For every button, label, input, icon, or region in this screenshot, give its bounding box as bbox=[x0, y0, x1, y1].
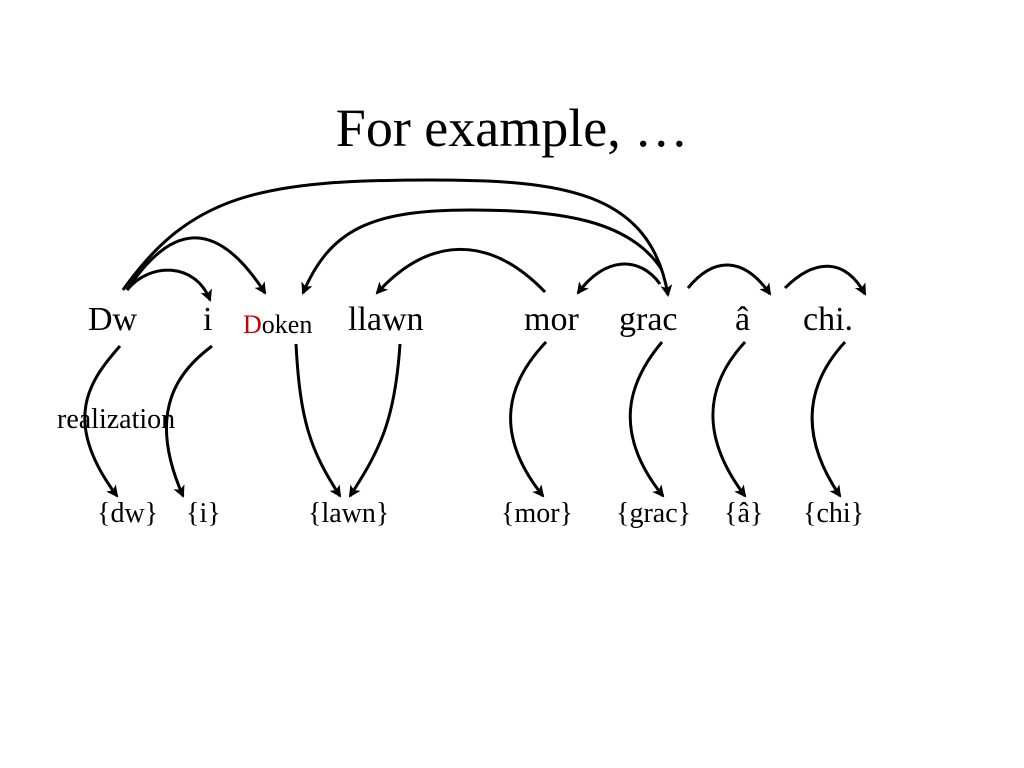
lexeme-dw: {dw} bbox=[97, 498, 159, 529]
word-doken-rest: oken bbox=[261, 310, 313, 339]
realization-dw bbox=[83, 345, 122, 498]
realization-i bbox=[165, 344, 213, 498]
realization-llawn bbox=[348, 343, 402, 498]
realization-chi bbox=[810, 340, 847, 498]
word-i: i bbox=[203, 301, 213, 338]
word-dw: Dw bbox=[88, 301, 138, 338]
arc-grac-to-mor bbox=[576, 262, 662, 295]
word-grac: grac bbox=[619, 301, 678, 338]
realization-grac bbox=[628, 341, 665, 498]
realization-a bbox=[711, 340, 747, 498]
lexeme-i: {i} bbox=[186, 498, 221, 529]
word-doken-initial: D bbox=[243, 310, 262, 339]
lexeme-grac: {grac} bbox=[616, 498, 692, 529]
arc-dw-to-grac bbox=[121, 178, 673, 297]
arc-grac-to-doken bbox=[301, 208, 664, 295]
lexeme-lawn: {lawn} bbox=[308, 498, 390, 529]
realization-doken bbox=[294, 343, 342, 498]
slide-title: For example, … bbox=[335, 98, 689, 158]
realization-mor bbox=[509, 340, 548, 498]
word-chi: chi. bbox=[803, 301, 854, 338]
realization-label: realization bbox=[57, 404, 176, 435]
lexeme-mor: {mor} bbox=[501, 498, 573, 529]
arc-mor-to-llawn bbox=[375, 248, 547, 295]
lexeme-a: {â} bbox=[724, 498, 764, 529]
arc-dw-to-i bbox=[125, 268, 212, 302]
lexeme-chi: {chi} bbox=[803, 498, 865, 529]
word-llawn: llawn bbox=[348, 301, 424, 338]
word-a: â bbox=[735, 301, 751, 338]
arc-dw-to-doken bbox=[125, 236, 267, 295]
word-mor: mor bbox=[524, 301, 579, 338]
word-doken: Doken bbox=[243, 305, 312, 345]
arc-grac-to-a bbox=[686, 263, 772, 296]
arc-a-to-chi bbox=[783, 264, 867, 296]
